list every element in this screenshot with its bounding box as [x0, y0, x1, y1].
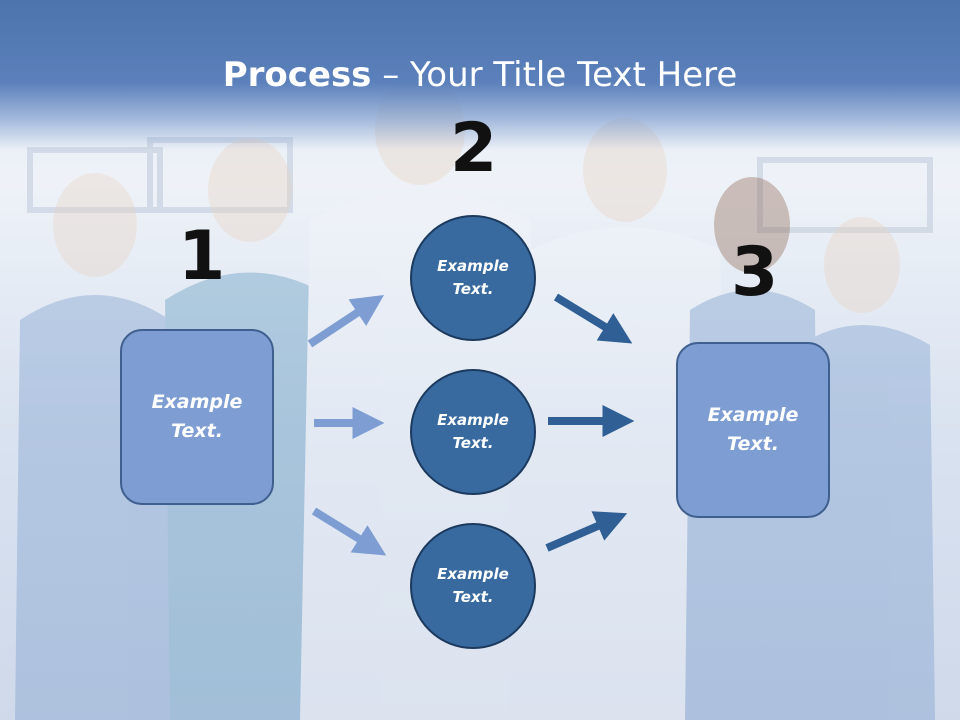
step-2-circle-middle[interactable]: Example Text. [410, 369, 536, 495]
step-1-box[interactable]: Example Text. [120, 329, 274, 505]
step-1-box-text: Example Text. [151, 391, 243, 442]
title-bar [0, 0, 960, 150]
arrow-2-to-3-bottom [545, 511, 628, 552]
arrow-1-to-2-bottom [311, 507, 387, 556]
step-3-box-text: Example Text. [707, 404, 799, 455]
arrow-2-to-3-top [553, 293, 633, 344]
step-number-2: 2 [450, 109, 498, 188]
step-2-circle-top-text: Example Text. [437, 257, 509, 298]
step-number-3: 3 [731, 233, 779, 312]
arrow-1-to-2-top [307, 295, 385, 348]
step-2-circle-bottom-text: Example Text. [437, 565, 509, 606]
step-2-circle-middle-text: Example Text. [437, 411, 509, 452]
step-2-circle-top[interactable]: Example Text. [410, 215, 536, 341]
title-bold: Process [222, 55, 372, 95]
step-3-box[interactable]: Example Text. [676, 342, 830, 518]
step-2-circle-bottom[interactable]: Example Text. [410, 523, 536, 649]
step-number-1: 1 [178, 217, 226, 296]
title-rest: – Your Title Text Here [371, 55, 738, 95]
slide-title: Process – Your Title Text Here [0, 54, 960, 96]
